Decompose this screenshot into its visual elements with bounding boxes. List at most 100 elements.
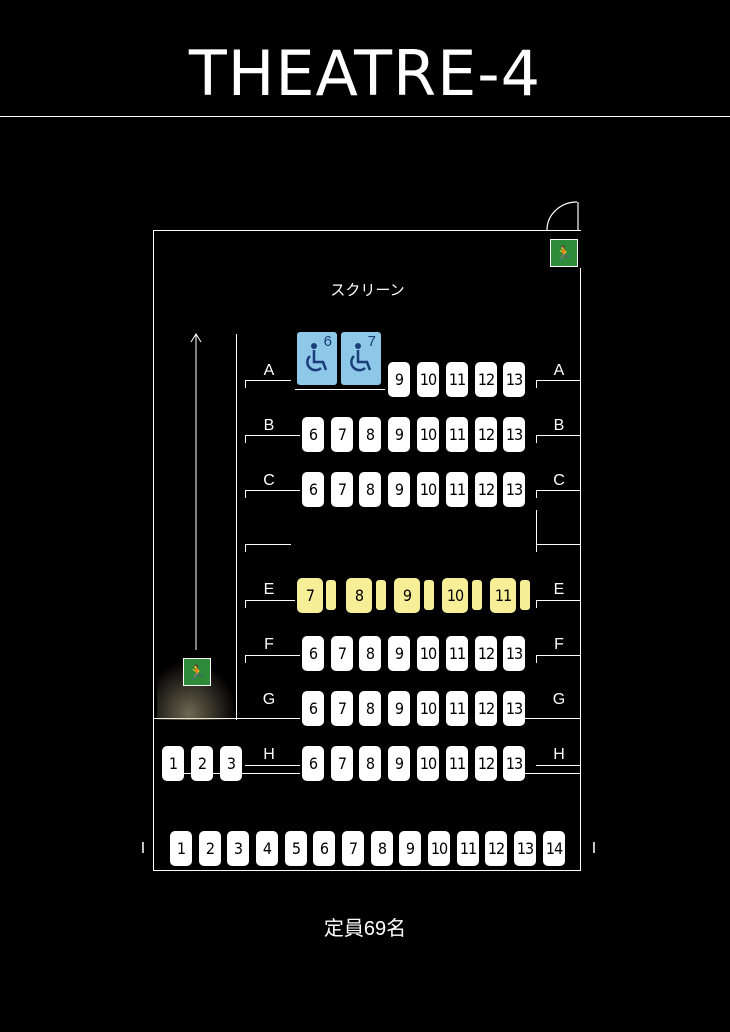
page-title: THEATRE-4 (188, 37, 542, 110)
seat-divider (472, 580, 482, 610)
row-label-g: G (262, 691, 276, 708)
wheelchair-seat-a7[interactable]: 7 (341, 332, 381, 385)
seat-i5[interactable]: 5 (285, 831, 307, 866)
seat-a13[interactable]: 13 (503, 362, 525, 397)
seat-b13[interactable]: 13 (503, 417, 525, 452)
arrow-up-icon (190, 333, 202, 650)
seat-h6[interactable]: 6 (302, 746, 324, 781)
seat-f9[interactable]: 9 (388, 636, 410, 671)
seat-a9[interactable]: 9 (388, 362, 410, 397)
seat-a11[interactable]: 11 (446, 362, 468, 397)
row-label-g: G (552, 691, 566, 708)
wheelchair-seat-a6[interactable]: 6 (297, 332, 337, 385)
seat-i3[interactable]: 3 (227, 831, 249, 866)
seat-h2[interactable]: 2 (191, 746, 213, 781)
seat-g10[interactable]: 10 (417, 691, 439, 726)
seat-f10[interactable]: 10 (417, 636, 439, 671)
seat-b11[interactable]: 11 (446, 417, 468, 452)
seat-f13[interactable]: 13 (503, 636, 525, 671)
seat-h8[interactable]: 8 (359, 746, 381, 781)
seat-i4[interactable]: 4 (256, 831, 278, 866)
seat-g13[interactable]: 13 (503, 691, 525, 726)
seat-g7[interactable]: 7 (331, 691, 353, 726)
seat-divider (376, 580, 386, 610)
seat-i1[interactable]: 1 (170, 831, 192, 866)
wall-bottom (153, 870, 581, 871)
door-arc-icon (546, 201, 579, 231)
seat-e9[interactable]: 9 (394, 578, 420, 613)
seat-a12[interactable]: 12 (475, 362, 497, 397)
wall-top (153, 230, 581, 231)
seat-c6[interactable]: 6 (302, 472, 324, 507)
seat-i9[interactable]: 9 (399, 831, 421, 866)
seat-i2[interactable]: 2 (199, 831, 221, 866)
seat-divider (326, 580, 336, 610)
seat-i11[interactable]: 11 (457, 831, 479, 866)
seat-c12[interactable]: 12 (475, 472, 497, 507)
seat-i12[interactable]: 12 (485, 831, 507, 866)
row-label-i: I (591, 840, 597, 857)
row-label-a: A (263, 362, 275, 379)
seat-c8[interactable]: 8 (359, 472, 381, 507)
seat-divider (424, 580, 434, 610)
emergency-exit-icon: 🏃 (550, 239, 578, 267)
seat-b12[interactable]: 12 (475, 417, 497, 452)
seat-e10[interactable]: 10 (442, 578, 468, 613)
seat-a10[interactable]: 10 (417, 362, 439, 397)
seat-f12[interactable]: 12 (475, 636, 497, 671)
wheelchair-icon (350, 343, 372, 372)
row-label-c: C (553, 472, 565, 489)
seat-h10[interactable]: 10 (417, 746, 439, 781)
capacity-label: 定員69名 (323, 918, 407, 940)
seat-b9[interactable]: 9 (388, 417, 410, 452)
seat-f6[interactable]: 6 (302, 636, 324, 671)
seat-e11[interactable]: 11 (490, 578, 516, 613)
wheelchair-icon (306, 343, 328, 372)
seat-c7[interactable]: 7 (331, 472, 353, 507)
seat-b7[interactable]: 7 (331, 417, 353, 452)
row-label-b: B (553, 417, 565, 434)
seat-e8[interactable]: 8 (346, 578, 372, 613)
seat-b8[interactable]: 8 (359, 417, 381, 452)
seat-c9[interactable]: 9 (388, 472, 410, 507)
seat-f7[interactable]: 7 (331, 636, 353, 671)
screen-label: スクリーン (330, 282, 405, 299)
seat-h13[interactable]: 13 (503, 746, 525, 781)
seat-i8[interactable]: 8 (371, 831, 393, 866)
seat-i13[interactable]: 13 (514, 831, 536, 866)
seat-h12[interactable]: 12 (475, 746, 497, 781)
emergency-exit-icon: 🏃 (183, 658, 211, 686)
seat-g12[interactable]: 12 (475, 691, 497, 726)
seat-i7[interactable]: 7 (342, 831, 364, 866)
row-label-f: F (264, 636, 274, 653)
seat-f11[interactable]: 11 (446, 636, 468, 671)
seat-c10[interactable]: 10 (417, 472, 439, 507)
seat-h11[interactable]: 11 (446, 746, 468, 781)
row-label-b: B (263, 417, 275, 434)
seat-g9[interactable]: 9 (388, 691, 410, 726)
seat-h7[interactable]: 7 (331, 746, 353, 781)
row-label-i: I (140, 840, 146, 857)
seat-h3[interactable]: 3 (220, 746, 242, 781)
seat-b6[interactable]: 6 (302, 417, 324, 452)
seat-divider (520, 580, 530, 610)
seat-b10[interactable]: 10 (417, 417, 439, 452)
row-label-f: F (554, 636, 564, 653)
seat-i6[interactable]: 6 (313, 831, 335, 866)
aisle-wall (236, 334, 237, 720)
row-label-c: C (263, 472, 275, 489)
seat-h1[interactable]: 1 (162, 746, 184, 781)
seat-i14[interactable]: 14 (543, 831, 565, 866)
seat-e7[interactable]: 7 (297, 578, 323, 613)
wall-left (153, 230, 154, 871)
seat-f8[interactable]: 8 (359, 636, 381, 671)
seat-i10[interactable]: 10 (428, 831, 450, 866)
row-label-e: E (553, 581, 565, 598)
row-label-h: H (263, 746, 275, 763)
seat-c11[interactable]: 11 (446, 472, 468, 507)
seat-g6[interactable]: 6 (302, 691, 324, 726)
seat-g8[interactable]: 8 (359, 691, 381, 726)
seat-c13[interactable]: 13 (503, 472, 525, 507)
seat-h9[interactable]: 9 (388, 746, 410, 781)
seat-g11[interactable]: 11 (446, 691, 468, 726)
